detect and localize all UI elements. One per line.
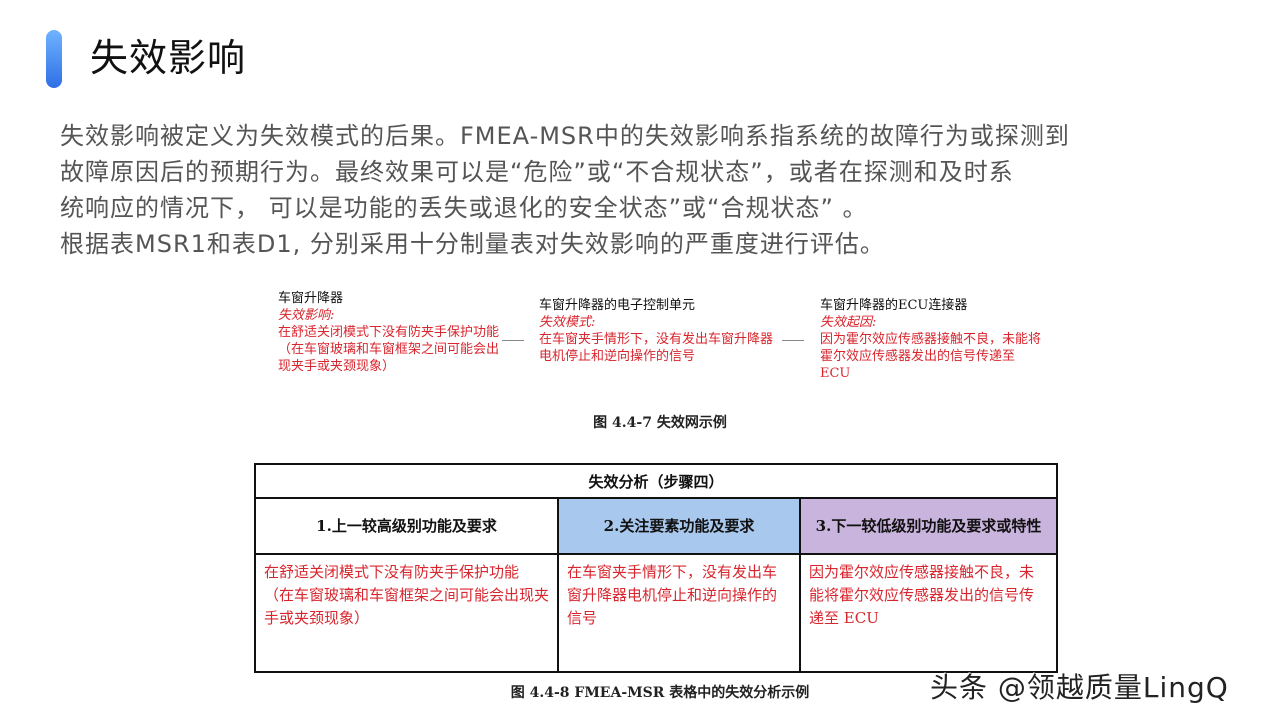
column-header-lower-level: 3.下一较低级别功能及要求或特性 bbox=[799, 497, 1058, 555]
cell-note: （在车窗玻璃和车窗框架之间可能会出现夹手或夹颈现象） bbox=[264, 586, 550, 627]
cell-text: 在舒适关闭模式下没有防夹手保护功能 bbox=[264, 563, 520, 581]
failure-net-node-mode: 车窗升降器的电子控制单元 失效模式: 在车窗夹手情形下，没有发出车窗升降器电机停… bbox=[539, 297, 775, 365]
failure-net-node-cause: 车窗升降器的ECU连接器 失效起因: 因为霍尔效应传感器接触不良，未能将霍尔效应… bbox=[820, 297, 1042, 382]
intro-paragraph: 失效影响被定义为失效模式的后果。FMEA-MSR中的失效影响系指系统的故障行为或… bbox=[60, 118, 1260, 262]
cell-text: 在车窗夹手情形下，没有发出车窗升降器电机停止和逆向操作的信号 bbox=[567, 563, 778, 627]
node-title: 车窗升降器的电子控制单元 bbox=[539, 298, 696, 313]
node-text: 在车窗夹手情形下，没有发出车窗升降器电机停止和逆向操作的信号 bbox=[539, 332, 774, 364]
node-label: 失效模式: bbox=[539, 315, 596, 330]
figure-caption-analysis-table: 图 4.4-8 FMEA-MSR 表格中的失效分析示例 bbox=[510, 685, 810, 701]
node-label: 失效起因: bbox=[820, 315, 877, 330]
node-title: 车窗升降器 bbox=[278, 291, 344, 306]
page-title: 失效影响 bbox=[90, 36, 247, 80]
intro-line-4: 根据表MSR1和表D1, 分别采用十分制量表对失效影响的严重度进行评估。 bbox=[60, 230, 885, 258]
connector-line bbox=[782, 340, 804, 341]
cell-text: 因为霍尔效应传感器接触不良，未能将霍尔效应传感器发出的信号传递至 ECU bbox=[809, 563, 1035, 627]
watermark: 头条 @领越质量LingQ bbox=[930, 671, 1229, 704]
intro-line-1: 失效影响被定义为失效模式的后果。FMEA-MSR中的失效影响系指系统的故障行为或… bbox=[60, 122, 1070, 150]
intro-line-3: 统响应的情况下， 可以是功能的丢失或退化的安全状态”或“合规状态” 。 bbox=[60, 194, 868, 222]
table-heading: 失效分析（步骤四） bbox=[254, 463, 1058, 499]
table-cell-cause: 因为霍尔效应传感器接触不良，未能将霍尔效应传感器发出的信号传递至 ECU bbox=[799, 553, 1058, 673]
column-header-higher-level: 1.上一较高级别功能及要求 bbox=[254, 497, 559, 555]
node-note: （在车窗玻璃和车窗框架之间可能会出现夹手或夹颈现象） bbox=[278, 342, 500, 374]
failure-analysis-table: 失效分析（步骤四） 1.上一较高级别功能及要求 2.关注要素功能及要求 3.下一… bbox=[254, 463, 1058, 673]
table-cell-mode: 在车窗夹手情形下，没有发出车窗升降器电机停止和逆向操作的信号 bbox=[557, 553, 801, 673]
node-text: 在舒适关闭模式下没有防夹手保护功能 bbox=[278, 325, 500, 340]
figure-caption-failure-net: 图 4.4-7 失效网示例 bbox=[593, 415, 727, 431]
failure-net-node-effect: 车窗升降器 失效影响: 在舒适关闭模式下没有防夹手保护功能 （在车窗玻璃和车窗框… bbox=[278, 290, 508, 375]
column-header-focus-element: 2.关注要素功能及要求 bbox=[557, 497, 801, 555]
title-accent-bar bbox=[46, 30, 62, 88]
node-text: 因为霍尔效应传感器接触不良，未能将霍尔效应传感器发出的信号传递至ECU bbox=[820, 332, 1042, 381]
table-cell-effect: 在舒适关闭模式下没有防夹手保护功能 （在车窗玻璃和车窗框架之间可能会出现夹手或夹… bbox=[254, 553, 559, 673]
node-title: 车窗升降器的ECU连接器 bbox=[820, 298, 968, 313]
connector-line bbox=[502, 340, 524, 341]
node-label: 失效影响: bbox=[278, 308, 335, 323]
intro-line-2: 故障原因后的预期行为。最终效果可以是“危险”或“不合规状态”，或者在探测和及时系 bbox=[60, 158, 1014, 186]
